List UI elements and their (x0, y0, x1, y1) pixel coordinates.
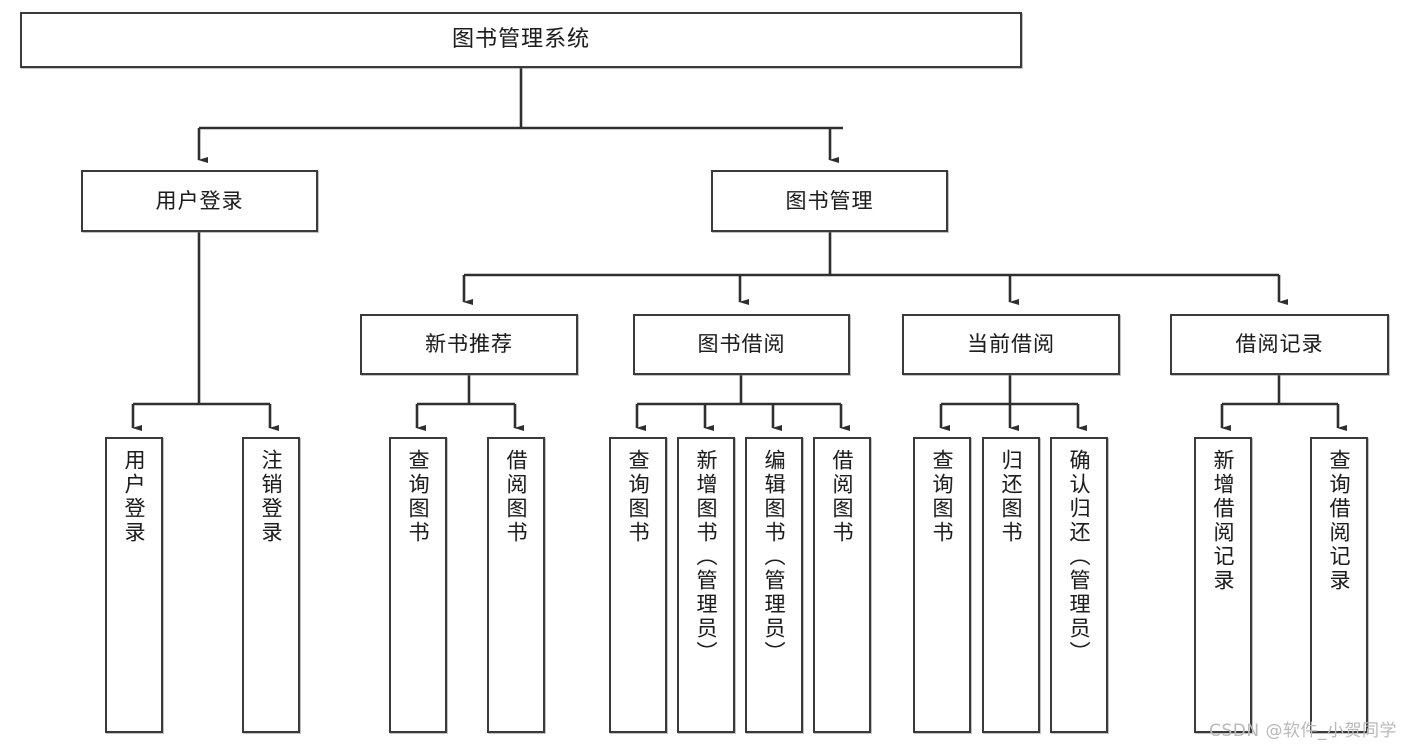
leaf-user-login-signin[interactable]: 用户登录 (105, 437, 163, 733)
node-label: 注销登录 (259, 449, 284, 545)
node-root-system[interactable]: 图书管理系统 (20, 12, 1022, 68)
node-label: 用户登录 (155, 188, 244, 213)
node-borrow-record[interactable]: 借阅记录 (1170, 314, 1389, 375)
node-new-book-recommend[interactable]: 新书推荐 (360, 314, 578, 375)
leaf-recommend-query-book[interactable]: 查询图书 (389, 437, 447, 733)
leaf-borrow-add-book-admin[interactable]: 新增图书（管理员） (677, 437, 735, 733)
node-label: 确认归还（管理员） (1067, 449, 1092, 665)
node-current-borrow[interactable]: 当前借阅 (902, 314, 1120, 375)
node-label: 借阅记录 (1235, 332, 1324, 357)
leaf-recommend-borrow-book[interactable]: 借阅图书 (487, 437, 545, 733)
node-label: 新增借阅记录 (1211, 449, 1236, 593)
node-label: 当前借阅 (967, 332, 1055, 357)
node-label: 用户登录 (122, 449, 147, 545)
node-label: 查询借阅记录 (1327, 449, 1352, 593)
node-label: 借阅图书 (504, 449, 529, 545)
node-user-login[interactable]: 用户登录 (81, 170, 318, 232)
node-label: 编辑图书（管理员） (762, 449, 787, 665)
leaf-borrow-borrow-book[interactable]: 借阅图书 (813, 437, 871, 733)
leaf-user-login-signout[interactable]: 注销登录 (242, 437, 300, 733)
node-label: 归还图书 (999, 449, 1024, 545)
node-label: 图书借阅 (697, 332, 786, 357)
node-label: 借阅图书 (830, 449, 855, 545)
leaf-record-add-record[interactable]: 新增借阅记录 (1194, 437, 1252, 733)
watermark-text: CSDN @软件_小贺同学 (1209, 721, 1397, 741)
node-label: 新增图书（管理员） (694, 449, 719, 665)
node-book-borrow[interactable]: 图书借阅 (633, 314, 850, 375)
leaf-record-query-record[interactable]: 查询借阅记录 (1310, 437, 1368, 733)
leaf-current-query-book[interactable]: 查询图书 (913, 437, 971, 733)
node-label: 查询图书 (626, 449, 651, 545)
node-label: 图书管理系统 (451, 27, 590, 53)
leaf-current-confirm-return-admin[interactable]: 确认归还（管理员） (1050, 437, 1108, 733)
node-label: 查询图书 (406, 449, 431, 545)
leaf-borrow-edit-book-admin[interactable]: 编辑图书（管理员） (745, 437, 803, 733)
leaf-current-return-book[interactable]: 归还图书 (982, 437, 1040, 733)
leaf-borrow-query-book[interactable]: 查询图书 (609, 437, 667, 733)
node-label: 查询图书 (930, 449, 955, 545)
node-book-management[interactable]: 图书管理 (711, 170, 948, 232)
node-label: 图书管理 (785, 188, 874, 213)
node-label: 新书推荐 (425, 332, 513, 357)
